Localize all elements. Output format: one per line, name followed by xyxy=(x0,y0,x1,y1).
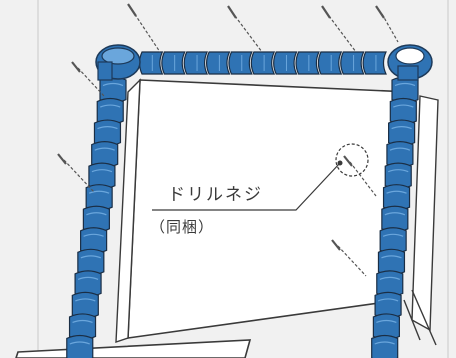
pipe-cover-highlight xyxy=(102,82,124,87)
screw-top-2 xyxy=(227,5,263,53)
callout-leader-line xyxy=(152,162,341,211)
drill-screw-icon xyxy=(57,153,67,165)
left-pipe-cover xyxy=(66,76,127,358)
drill-screw-icon xyxy=(227,5,237,19)
pipe-cover-highlight xyxy=(97,126,118,130)
pipe-cover-highlight xyxy=(389,147,411,151)
pipe-cover-highlight xyxy=(377,298,399,302)
drill-screw-icon xyxy=(375,5,385,19)
pipe-cover-highlight xyxy=(94,147,115,151)
drill-screw-icon xyxy=(331,239,341,251)
pipe-cover-highlight xyxy=(80,255,102,259)
pipe-cover-segment xyxy=(183,51,209,75)
dashed-circle-icon xyxy=(335,143,369,177)
pipe-cover-highlight xyxy=(388,169,409,173)
pipe-cover-highlight xyxy=(379,276,400,280)
screw-right-lower xyxy=(331,239,367,277)
pipe-cover-segment xyxy=(250,51,276,75)
screw-top-3 xyxy=(321,5,357,53)
pipe-cover-highlight xyxy=(77,276,99,280)
pipe-cover-segment xyxy=(340,51,365,75)
right-corner-joint xyxy=(387,44,433,81)
pipe-cover-highlight xyxy=(393,104,414,108)
left-corner-joint xyxy=(95,44,141,81)
pipe-cover-highlight xyxy=(75,298,96,302)
pipe-cover-highlight xyxy=(86,212,107,216)
drill-screw-icon xyxy=(321,5,331,19)
pipe-cover-segment xyxy=(66,334,94,358)
pipe-cover-highlight xyxy=(391,126,412,130)
screw-left-upper xyxy=(71,61,105,97)
pipe-cover-segment xyxy=(138,51,164,75)
pipe-cover-highlight xyxy=(374,341,395,345)
pipe-cover-segment xyxy=(161,51,186,75)
screw-right-middle xyxy=(343,155,377,197)
callout-label: ドリルネジ xyxy=(168,185,263,205)
pipe-cover-segment xyxy=(273,51,298,75)
pipe-cover-segment xyxy=(317,51,343,75)
drill-screw-icon xyxy=(127,3,137,17)
white-panel xyxy=(115,78,439,346)
pipe-cover-segment xyxy=(228,51,253,75)
right-pipe-cover xyxy=(371,76,419,358)
pipe-cover-highlight xyxy=(382,233,404,237)
screw-left-lower xyxy=(57,153,95,193)
drill-screw-icon xyxy=(343,155,353,167)
pipe-cover-highlight xyxy=(376,319,397,324)
top-pipe-cover xyxy=(138,51,387,75)
pipe-cover-highlight xyxy=(386,190,407,194)
drill-screw-icon xyxy=(71,61,81,73)
pipe-cover-highlight xyxy=(69,341,90,345)
screw-top-right xyxy=(375,5,399,43)
pipe-cover-highlight xyxy=(72,319,93,324)
pipe-cover-highlight xyxy=(384,212,406,216)
pipe-cover-highlight xyxy=(83,233,104,237)
pipe-cover-highlight xyxy=(381,255,402,259)
pipe-cover-segment xyxy=(362,51,387,75)
pipe-cover-highlight xyxy=(100,104,121,108)
pipe-cover-segment xyxy=(205,51,231,75)
pipe-cover-highlight xyxy=(88,190,110,194)
pipe-cover-segment xyxy=(371,334,399,358)
pipe-cover-segment xyxy=(295,51,320,75)
pipe-cover-highlight xyxy=(91,169,113,173)
pipe-cover-highlight xyxy=(394,82,416,87)
callout-sublabel: （同梱） xyxy=(150,218,214,236)
screw-top-1 xyxy=(127,3,161,53)
